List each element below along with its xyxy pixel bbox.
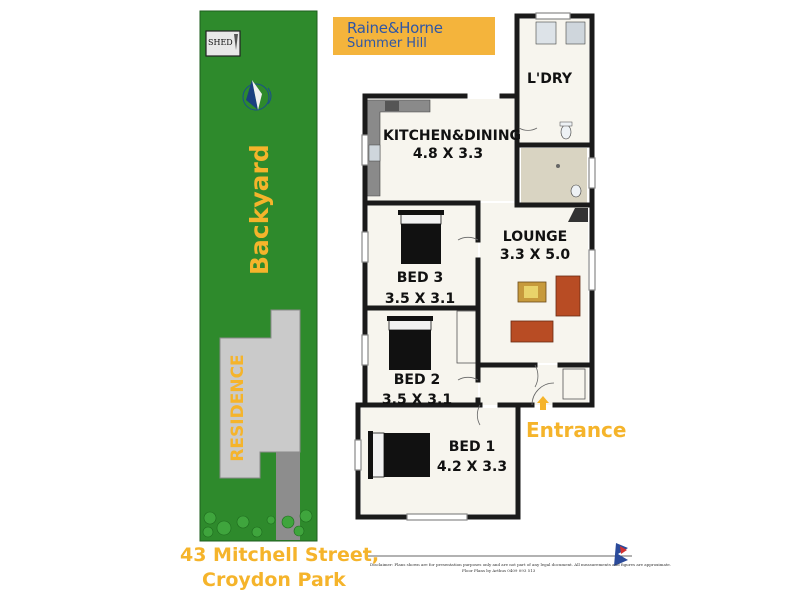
bed2-size: 3.5 X 3.1 xyxy=(381,392,453,408)
address-line-1: 43 Mitchell Street, xyxy=(180,544,380,566)
fireplace xyxy=(568,208,588,222)
sofa-front xyxy=(510,320,554,343)
bed-2-furniture xyxy=(387,316,433,370)
lounge-name: LOUNGE xyxy=(502,229,568,245)
laundry-tub xyxy=(565,21,586,45)
disclaimer-text: Disclaimer: Plans shown are for presenta… xyxy=(370,562,672,567)
entrance-arrow-icon xyxy=(537,396,549,410)
door-swings xyxy=(457,127,555,426)
stove xyxy=(385,101,399,111)
shed-roof-mark xyxy=(234,34,238,50)
bed3-name: BED 3 xyxy=(396,270,444,286)
drafter-logo-icon xyxy=(614,543,628,566)
bed3-size: 3.5 X 3.1 xyxy=(384,291,456,307)
basin xyxy=(570,184,582,198)
bed1-label: BED 1 4.2 X 3.3 xyxy=(432,438,512,476)
address-line-2: Croydon Park xyxy=(202,569,346,591)
north-arrow-icon xyxy=(242,80,272,111)
bed3-label: BED 3 3.5 X 3.1 xyxy=(380,269,460,308)
drafter-credit: Floor Plans by Arthus 0409 093 513 xyxy=(462,568,536,573)
backyard-label: Backyard xyxy=(245,144,274,275)
kitchen-name: KITCHEN&DINING xyxy=(383,128,522,144)
residence-footprint xyxy=(219,309,301,479)
lounge-size: 3.3 X 5.0 xyxy=(499,247,571,263)
laundry-label: L'DRY xyxy=(527,71,572,87)
agency-name: Raine&Horne xyxy=(347,19,443,37)
agency-logo: Raine&Horne Summer Hill xyxy=(333,17,495,55)
walls xyxy=(355,13,595,520)
bed1-name: BED 1 xyxy=(448,439,496,455)
toilet xyxy=(560,124,572,140)
entrance-label: Entrance xyxy=(526,418,627,442)
windows xyxy=(354,12,596,521)
bed2-name: BED 2 xyxy=(393,372,441,388)
sofa-side xyxy=(555,275,581,317)
residence-label: RESIDENCE xyxy=(228,354,248,462)
bed2-label: BED 2 3.5 X 3.1 xyxy=(372,371,462,409)
shed-label: SHED xyxy=(208,38,233,47)
shrubs xyxy=(202,509,313,538)
kitchen-sink xyxy=(368,144,381,162)
agency-branch: Summer Hill xyxy=(347,36,427,51)
bed-3-furniture xyxy=(398,210,444,264)
kitchen-size: 4.8 X 3.3 xyxy=(412,146,484,162)
shower-drain xyxy=(556,164,560,168)
hall-cupboard xyxy=(562,368,586,400)
kitchen-label: KITCHEN&DINING 4.8 X 3.3 xyxy=(383,127,522,163)
bed-1-furniture xyxy=(368,431,430,479)
bed1-size: 4.2 X 3.3 xyxy=(436,459,508,475)
lounge-label: LOUNGE 3.3 X 5.0 xyxy=(490,228,580,264)
